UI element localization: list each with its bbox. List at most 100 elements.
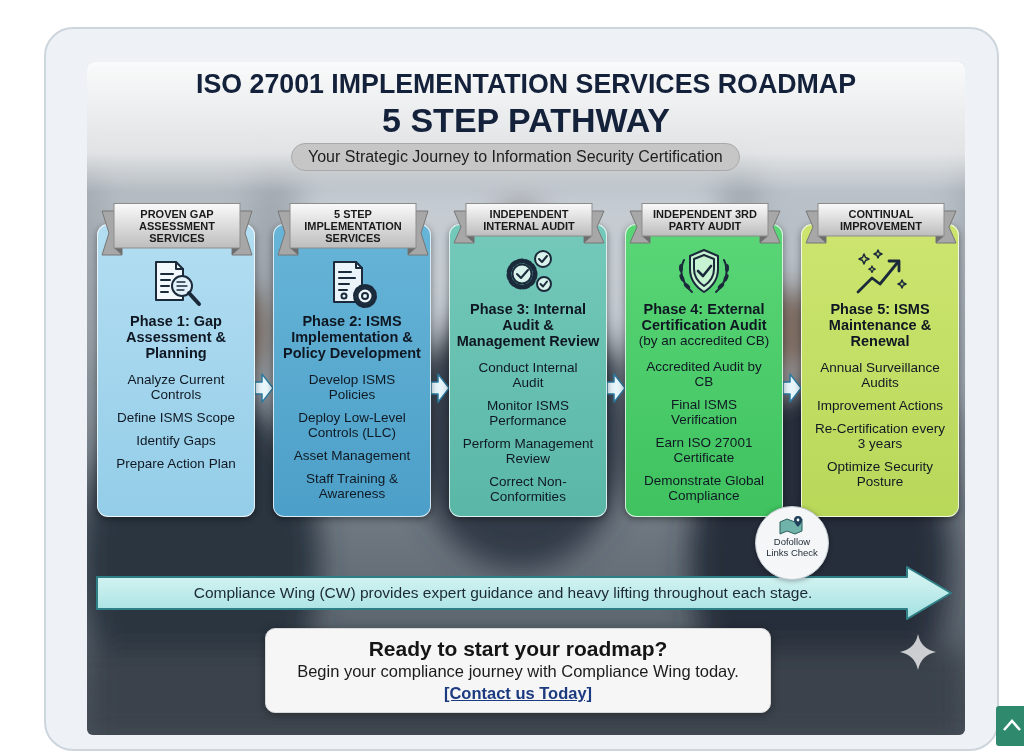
decor-circle	[355, 286, 375, 306]
ribbon-banner: PROVEN GAP ASSESSMENT SERVICES	[102, 203, 252, 255]
ribbon-fold	[232, 248, 240, 255]
decor-ellipse	[717, 282, 725, 290]
decor-path	[889, 261, 899, 271]
decor-circle	[797, 519, 800, 522]
watermark-text: Dofollow Links Check	[764, 537, 820, 558]
gap-assessment-icon	[146, 258, 206, 310]
phase-card: Phase 1: Gap Assessment & PlanningAnalyz…	[97, 224, 255, 517]
ribbon-face	[466, 204, 592, 237]
scroll-top-chevron	[1004, 721, 1020, 730]
phase-title: Phase 3: Internal Audit & Management Rev…	[456, 301, 600, 349]
decor-g	[334, 262, 375, 306]
decor-path	[698, 266, 711, 276]
decor-path	[794, 516, 802, 527]
cta-link: [Contact us Today]	[276, 682, 760, 704]
decor-path	[161, 274, 173, 292]
phase-note: (by an accredited CB)	[632, 333, 776, 348]
decor-circle	[513, 265, 532, 284]
ribbon-face	[290, 204, 416, 249]
ribbon-face	[818, 204, 944, 237]
decor-g	[509, 251, 551, 291]
banner-heading: PROVEN GAP ASSESSMENT SERVICES	[118, 208, 236, 244]
ribbon-fold	[818, 236, 826, 243]
decor-path	[898, 280, 906, 288]
improvement-arrow-icon	[850, 246, 910, 298]
decor-path	[517, 270, 528, 278]
phase-card: Phase 3: Internal Audit & Management Rev…	[449, 224, 607, 517]
band-arrow	[97, 567, 951, 619]
task-item: Staff Training & Awareness	[286, 471, 418, 501]
decor-ellipse	[725, 264, 729, 272]
task-item: Correct Non-Conformities	[462, 474, 594, 504]
watermark-badge: Dofollow Links Check	[755, 506, 829, 580]
diagram-title: ISO 27001 IMPLEMENTATION SERVICES ROADMA…	[87, 68, 965, 100]
banner-heading: CONTINUAL IMPROVEMENT	[822, 208, 940, 232]
ribbon-face	[114, 204, 240, 249]
decor-path	[177, 282, 187, 290]
ribbon-fold	[408, 248, 416, 255]
ribbon-fold	[466, 236, 474, 243]
banner-heading: INDEPENDENT INTERNAL AUDIT	[470, 208, 588, 232]
task-item: Prepare Action Plan	[110, 456, 242, 471]
task-item: Conduct Internal Audit	[462, 360, 594, 390]
task-item: Deploy Low-Level Controls (LLC)	[286, 410, 418, 440]
flow-arrow	[607, 374, 625, 402]
phase-title: Phase 1: Gap Assessment & Planning	[104, 313, 248, 361]
map-pin-icon	[778, 515, 806, 535]
decor-circle	[535, 251, 551, 267]
decor-path	[681, 260, 726, 292]
photo-panel	[87, 62, 965, 735]
decor-path	[541, 282, 548, 287]
task-item: Asset Management	[286, 448, 418, 463]
task-item: Accredited Audit by CB	[638, 359, 770, 389]
decor-circle	[537, 277, 551, 291]
subtitle-heading: 5 STEP PATHWAY	[87, 101, 965, 139]
task-item: Final ISMS Verification	[638, 397, 770, 427]
task-item: Annual Surveillance Audits	[814, 360, 946, 390]
subtitle-text: Your Strategic Journey to Information Se…	[308, 147, 723, 167]
banner-heading: 5 STEP IMPLEMENTATION SERVICES	[294, 208, 412, 244]
internal-audit-icon	[498, 246, 558, 298]
decor-rect	[87, 650, 965, 735]
task-item: Demonstrate Global Compliance	[638, 473, 770, 503]
decor-path	[539, 256, 547, 262]
phase-card: Phase 5: ISMS Maintenance & RenewalAnnua…	[801, 224, 959, 517]
decor-path	[859, 254, 869, 264]
task-item: Identify Gaps	[110, 433, 242, 448]
decor-path	[356, 262, 362, 268]
decor-path	[858, 262, 898, 292]
outer-frame	[45, 28, 998, 750]
cta-head: Ready to start your roadmap?	[276, 636, 760, 661]
decor-g	[156, 262, 199, 304]
scroll-top-button	[996, 706, 1024, 746]
decor-path	[869, 266, 875, 272]
decor-g	[87, 150, 965, 735]
decor-rect	[87, 62, 965, 192]
certification-shield-icon	[674, 246, 734, 298]
decor-circle	[362, 293, 368, 299]
decor-g	[678, 264, 729, 290]
ribbon-banner: INDEPENDENT INTERNAL AUDIT	[454, 203, 604, 243]
ribbon-banner: INDEPENDENT 3RD PARTY AUDIT	[630, 203, 780, 243]
cta-body: Begin your compliance journey with Compl…	[276, 661, 760, 682]
phase-card: Phase 2: ISMS Implementation & Policy De…	[273, 224, 431, 517]
ribbon-fold	[760, 236, 768, 243]
decor-circle	[358, 289, 373, 304]
task-item: Perform Management Review	[462, 436, 594, 466]
decor-path	[339, 272, 355, 290]
phase-title: Phase 2: ISMS Implementation & Policy De…	[280, 313, 424, 361]
task-item: Monitor ISMS Performance	[462, 398, 594, 428]
ribbon-fold	[642, 236, 650, 243]
decor-path	[694, 255, 714, 286]
ribbon-face	[642, 204, 768, 237]
flow-arrow	[431, 374, 449, 402]
ribbon-banner: CONTINUAL IMPROVEMENT	[806, 203, 956, 243]
decor-circle	[509, 261, 535, 287]
ribbon-fold	[290, 248, 298, 255]
task-item: Define ISMS Scope	[110, 410, 242, 425]
task-item: Improvement Actions	[814, 398, 946, 413]
call-to-action-box: Ready to start your roadmap?Begin your c…	[265, 628, 771, 713]
guidance-band-arrow: Compliance Wing (CW) provides expert gui…	[95, 566, 953, 620]
task-item: Analyze Current Controls	[110, 372, 242, 402]
